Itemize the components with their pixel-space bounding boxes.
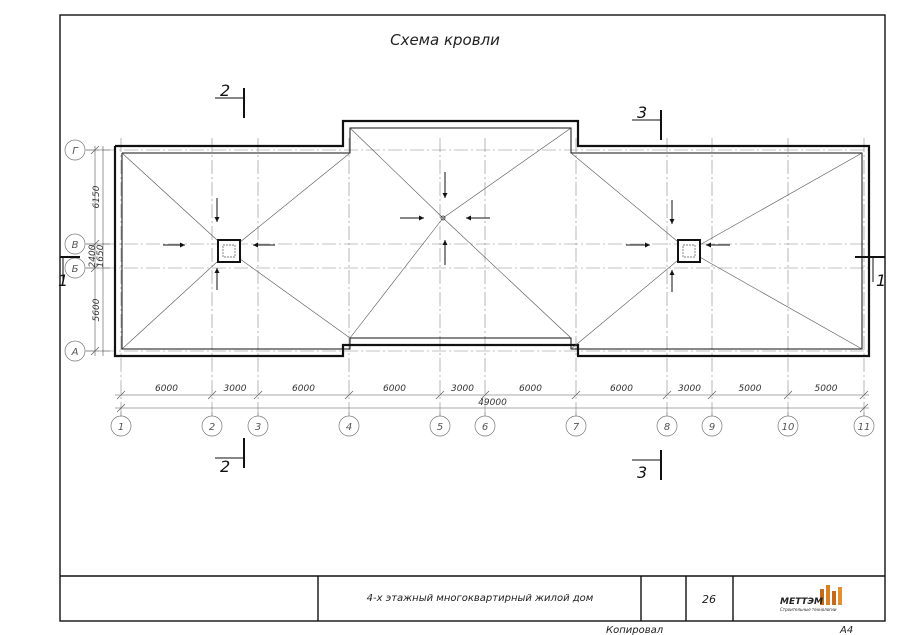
company-logo: МЕТТЭМ Строительные технологии bbox=[780, 585, 842, 612]
row-axis-label-1: В bbox=[72, 240, 79, 251]
section-2-label-top: 2 bbox=[220, 81, 230, 100]
col-axis-label-10: 10 bbox=[782, 422, 795, 433]
row-axis-bubble-3 bbox=[64, 340, 86, 362]
copied-label: Копировал bbox=[606, 625, 664, 635]
slope-arrow bbox=[669, 200, 675, 224]
section-1-label-left: 1 bbox=[58, 271, 68, 290]
roof-slope-lines bbox=[121, 127, 863, 350]
slope-arrow bbox=[400, 215, 424, 221]
logo-subtitle: Строительные технологии bbox=[780, 607, 837, 612]
slope-arrow bbox=[442, 172, 448, 198]
col-dim-8: 5000 bbox=[739, 384, 762, 394]
col-axis-bubble-6 bbox=[474, 415, 496, 437]
col-axis-label-2: 2 bbox=[209, 422, 215, 433]
row-axis-label-2: Б bbox=[72, 264, 79, 275]
col-axis-label-9: 9 bbox=[709, 422, 715, 433]
project-name: 4-х этажный многоквартирный жилой дом bbox=[367, 593, 594, 604]
row-axis-label-0: Г bbox=[72, 146, 79, 157]
column-dimensions: 6000 3000 6000 6000 3000 6000 6000 3000 5000 5000… bbox=[110, 384, 875, 437]
slope-arrow bbox=[706, 242, 730, 248]
col-axis-label-8: 8 bbox=[664, 422, 670, 433]
col-axis-bubble-11 bbox=[853, 415, 875, 437]
col-axis-bubble-4 bbox=[338, 415, 360, 437]
slope-arrow bbox=[626, 242, 650, 248]
section-cuts: 2 2 3 3 1 1 bbox=[58, 81, 886, 482]
roof-drain-right bbox=[677, 239, 701, 263]
col-axis-label-5: 5 bbox=[437, 422, 443, 433]
col-dim-6: 6000 bbox=[610, 384, 633, 394]
col-axis-bubble-8 bbox=[656, 415, 678, 437]
slope-arrow bbox=[466, 215, 490, 221]
total-dim: 49000 bbox=[478, 398, 507, 408]
roof-outline bbox=[113, 119, 871, 358]
section-3-label-top: 3 bbox=[637, 103, 647, 122]
slope-arrow bbox=[214, 268, 220, 290]
section-2-label-bottom: 2 bbox=[220, 457, 230, 476]
drawing-title: Схема кровли bbox=[390, 31, 500, 49]
col-dim-1: 3000 bbox=[224, 384, 247, 394]
row-axis-label-3: А bbox=[71, 347, 79, 358]
roof-drain-left bbox=[217, 239, 241, 263]
sheet-frame bbox=[59, 14, 886, 622]
col-dim-2: 6000 bbox=[292, 384, 315, 394]
row-axis-bubble-1 bbox=[64, 233, 86, 255]
col-dim-3: 6000 bbox=[383, 384, 406, 394]
col-axis-bubble-10 bbox=[777, 415, 799, 437]
slope-arrows bbox=[163, 172, 730, 292]
section-1-label-right: 1 bbox=[876, 271, 886, 290]
row-dim-3: 5600 bbox=[92, 298, 102, 321]
slope-arrow bbox=[253, 242, 275, 248]
col-dim-7: 3000 bbox=[678, 384, 701, 394]
slope-arrow bbox=[163, 242, 185, 248]
col-axis-label-11: 11 bbox=[858, 422, 871, 433]
col-dim-4: 3000 bbox=[451, 384, 474, 394]
slope-arrow bbox=[214, 198, 220, 222]
row-dim-0: 6150 bbox=[92, 185, 102, 208]
row-dim-1: 2400 bbox=[88, 244, 98, 267]
col-axis-bubble-2 bbox=[201, 415, 223, 437]
col-axis-label-3: 3 bbox=[255, 422, 261, 433]
col-axis-label-4: 4 bbox=[346, 422, 352, 433]
section-3-label-bottom: 3 bbox=[637, 463, 647, 482]
sheet-format: А4 bbox=[839, 625, 853, 635]
roof-drain-center bbox=[440, 215, 446, 221]
slope-arrow bbox=[669, 270, 675, 292]
col-axis-label-7: 7 bbox=[573, 422, 580, 433]
title-block: 4-х этажный многоквартирный жилой дом 26… bbox=[60, 575, 885, 635]
logo-text: МЕТТЭМ bbox=[780, 597, 823, 607]
grid-axes bbox=[80, 138, 872, 412]
col-axis-bubble-5 bbox=[429, 415, 451, 437]
col-dim-9: 5000 bbox=[815, 384, 838, 394]
slope-arrow bbox=[442, 240, 448, 265]
row-axis-bubble-0 bbox=[64, 139, 86, 161]
col-axis-label-1: 1 bbox=[118, 422, 124, 433]
col-dim-0: 6000 bbox=[155, 384, 178, 394]
col-axis-bubble-1 bbox=[110, 415, 132, 437]
col-axis-bubble-9 bbox=[701, 415, 723, 437]
col-axis-label-6: 6 bbox=[482, 422, 488, 433]
col-axis-bubble-3 bbox=[247, 415, 269, 437]
col-axis-bubble-7 bbox=[565, 415, 587, 437]
sheet-number: 26 bbox=[702, 593, 716, 606]
col-dim-5: 6000 bbox=[519, 384, 542, 394]
row-dim-2: 1650 bbox=[96, 244, 106, 267]
